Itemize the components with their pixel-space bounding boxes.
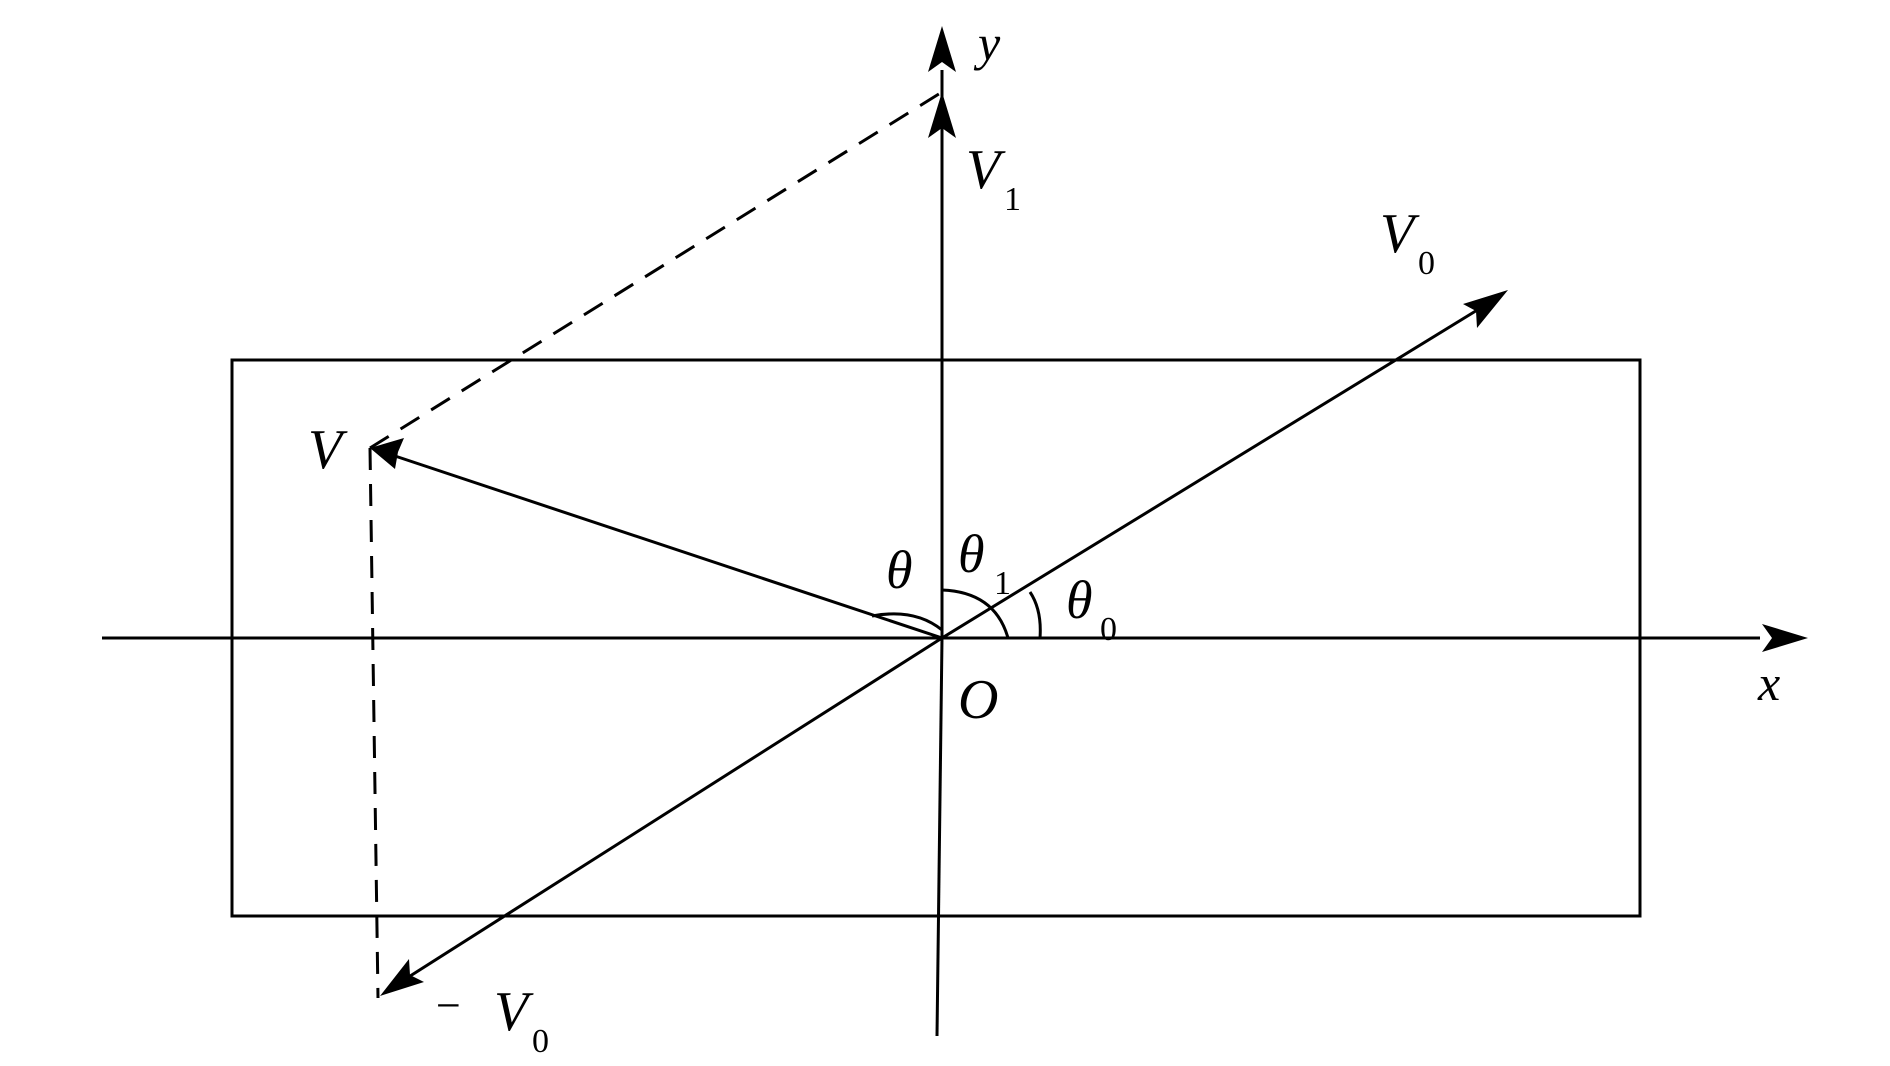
y-axis-arrowhead	[928, 26, 956, 72]
y-axis-label: y	[973, 15, 1001, 71]
v1-label: V	[966, 139, 1006, 201]
v0-arrowhead	[1463, 290, 1508, 328]
v0-subscript: 0	[1418, 245, 1435, 282]
neg-v0-arrowhead	[380, 959, 424, 996]
dashed-line-v-to-neg-v0	[368, 447, 380, 999]
v1-arrowhead	[928, 92, 956, 138]
theta-arc	[871, 612, 943, 632]
v0-label: V	[1380, 203, 1420, 265]
origin-label: O	[958, 669, 998, 731]
lower-vertical-line	[935, 637, 944, 1037]
theta1-subscript: 1	[994, 565, 1011, 602]
v-vector-line	[391, 453, 943, 640]
v0-vector-line	[941, 299, 1493, 640]
theta-label: θ	[886, 540, 913, 600]
x-axis-label: x	[1757, 655, 1780, 711]
v-arrowhead	[370, 438, 404, 469]
theta1-label: θ	[958, 524, 985, 584]
neg-v0-subscript: 0	[532, 1023, 549, 1060]
v-label: V	[308, 419, 348, 481]
neg-v0-vector-line	[395, 636, 943, 987]
v1-subscript: 1	[1004, 181, 1021, 218]
theta0-label: θ	[1066, 570, 1093, 630]
x-axis-arrowhead	[1762, 624, 1808, 652]
dashed-line-v-to-v1	[369, 90, 943, 450]
neg-v0-label: V	[494, 981, 534, 1043]
theta0-subscript: 0	[1100, 611, 1117, 648]
neg-v0-sign: −	[436, 981, 461, 1030]
theta0-arc	[1028, 591, 1042, 639]
theta1-arc	[941, 588, 1010, 639]
